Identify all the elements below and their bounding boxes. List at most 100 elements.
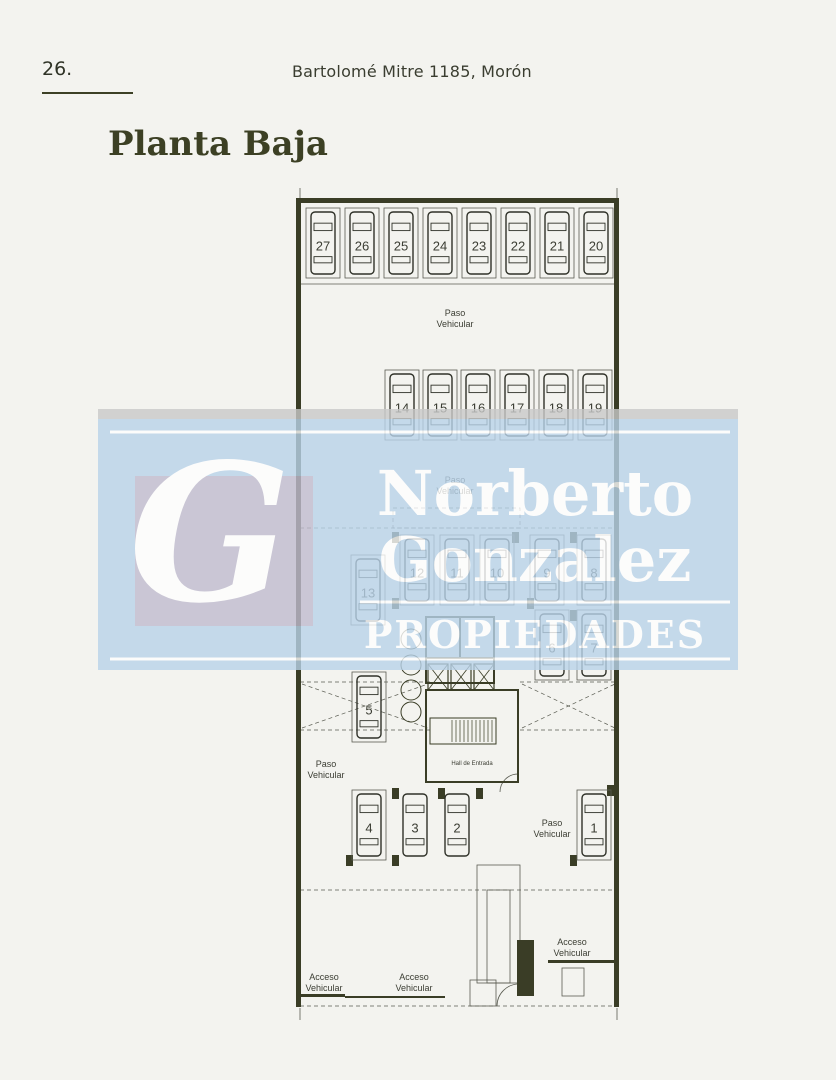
spot-box [539, 207, 575, 279]
car-windshield [586, 222, 606, 232]
parking-spot: 26 [344, 207, 380, 279]
parking-spot: 2 [444, 793, 470, 857]
watermark-subtitle: PROPIEDADES [364, 612, 706, 657]
car-windshield [313, 222, 333, 232]
car-rear-window [586, 256, 606, 264]
column [438, 788, 445, 799]
parking-spot: 4 [351, 789, 387, 861]
corridor-inner [486, 889, 511, 984]
car-windshield [447, 804, 467, 814]
car-rear-window [352, 256, 372, 264]
spot-number: 2 [453, 820, 460, 835]
spot-number: 23 [472, 238, 486, 253]
spot-box [351, 789, 387, 861]
spot-number: 4 [365, 820, 372, 835]
car-icon [402, 793, 428, 857]
column [607, 785, 614, 796]
spot-box [383, 207, 419, 279]
car-icon [466, 211, 492, 275]
car-rear-window [359, 838, 379, 846]
watermark-box [135, 476, 313, 626]
door-swing [496, 983, 520, 1007]
page-number: 26. [42, 58, 73, 80]
car-rear-window [405, 838, 425, 846]
car-icon [581, 793, 607, 857]
gate-segment [548, 960, 614, 963]
car-rear-window [359, 720, 379, 728]
hall-outline [425, 689, 519, 783]
car-rear-window [547, 256, 567, 264]
address: Bartolomé Mitre 1185, Morón [292, 62, 532, 81]
car-windshield [584, 804, 604, 814]
car-rear-window [447, 838, 467, 846]
spot-number: 20 [589, 238, 603, 253]
spot-number: 1 [590, 820, 597, 835]
car-windshield [546, 384, 566, 394]
column [570, 855, 577, 866]
car-icon [427, 211, 453, 275]
parking-spot: 23 [461, 207, 497, 279]
car-windshield [430, 222, 450, 232]
spot-box [351, 671, 387, 743]
door-swing [499, 773, 519, 793]
spot-number: 22 [511, 238, 525, 253]
hall-label: Hall de Entrada [451, 761, 493, 767]
car-windshield [405, 804, 425, 814]
car-icon [388, 211, 414, 275]
spot-number: 21 [550, 238, 564, 253]
spot-number: 27 [316, 238, 330, 253]
spot-number: 24 [433, 238, 447, 253]
parking-spot: 24 [422, 207, 458, 279]
parking-spot: 27 [305, 207, 341, 279]
car-rear-window [469, 256, 489, 264]
gate-segment [300, 994, 345, 997]
plan-title: Planta Baja [108, 124, 328, 164]
spot-number: 3 [411, 820, 418, 835]
spot-box [578, 207, 614, 279]
car-windshield [391, 222, 411, 232]
car-rear-window [508, 256, 528, 264]
watermark-monogram: G [129, 422, 291, 645]
spot-number: 26 [355, 238, 369, 253]
column [476, 788, 483, 799]
gate-segment [345, 996, 445, 998]
car-windshield [352, 222, 372, 232]
column [346, 855, 353, 866]
parking-spot: 5 [351, 671, 387, 743]
car-windshield [430, 384, 450, 394]
spot-number: 25 [394, 238, 408, 253]
parking-spot: 25 [383, 207, 419, 279]
car-windshield [508, 222, 528, 232]
car-rear-window [584, 838, 604, 846]
car-windshield [468, 384, 488, 394]
car-windshield [392, 384, 412, 394]
pedestrian-corridor [476, 864, 521, 984]
car-icon [349, 211, 375, 275]
spot-box [422, 207, 458, 279]
column [517, 940, 534, 996]
car-rear-window [391, 256, 411, 264]
parking-spot: 3 [402, 793, 428, 857]
car-icon [544, 211, 570, 275]
car-windshield [469, 222, 489, 232]
car-windshield [585, 384, 605, 394]
column [392, 788, 399, 799]
driveway-diagonal [521, 683, 616, 729]
car-windshield [359, 686, 379, 696]
car-windshield [507, 384, 527, 394]
cylinder-tank [400, 701, 422, 723]
page-number-rule [42, 92, 133, 94]
car-icon [583, 211, 609, 275]
wall-top [296, 198, 619, 203]
spot-box [461, 207, 497, 279]
gate-box [561, 967, 585, 997]
spot-box [500, 207, 536, 279]
